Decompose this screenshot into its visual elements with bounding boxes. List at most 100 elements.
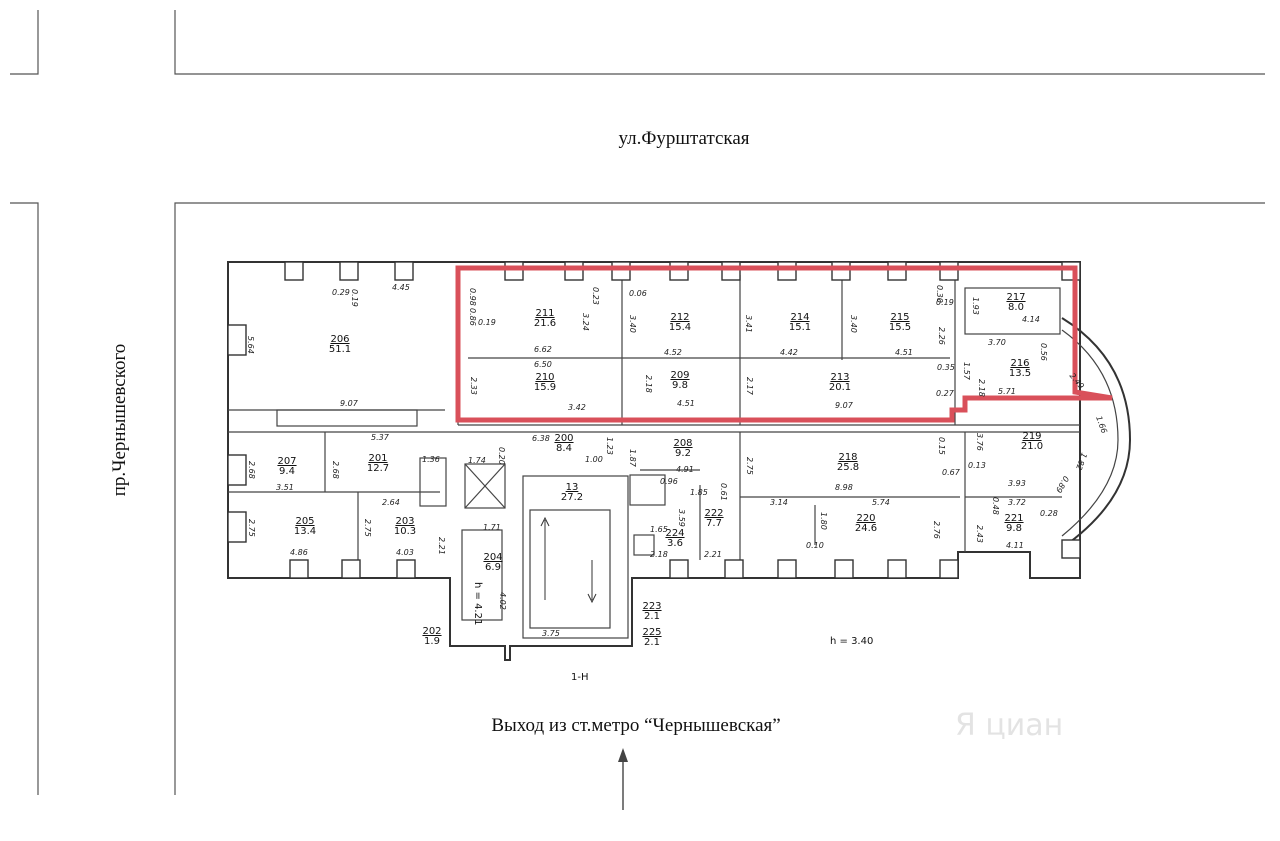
svg-text:4.14: 4.14	[1022, 315, 1040, 324]
svg-text:9.4: 9.4	[279, 466, 295, 477]
svg-text:204: 204	[483, 552, 502, 563]
svg-text:4.02: 4.02	[498, 592, 507, 610]
svg-text:213: 213	[830, 372, 849, 383]
svg-text:4.42: 4.42	[780, 348, 798, 357]
svg-text:0.13: 0.13	[968, 461, 986, 470]
svg-text:1.66: 1.66	[1094, 415, 1109, 435]
svg-text:2.68: 2.68	[331, 461, 340, 479]
svg-text:2.18: 2.18	[644, 375, 653, 393]
svg-text:3.6: 3.6	[667, 538, 683, 549]
watermark-logo: Я циан	[955, 708, 1063, 743]
svg-text:222: 222	[704, 508, 723, 519]
svg-text:211: 211	[535, 308, 554, 319]
svg-text:4.45: 4.45	[392, 283, 410, 292]
svg-text:8.98: 8.98	[835, 483, 853, 492]
svg-text:0.98: 0.98	[468, 288, 477, 306]
svg-text:219: 219	[1022, 431, 1041, 442]
svg-text:225: 225	[642, 627, 661, 638]
svg-text:27.2: 27.2	[561, 492, 583, 503]
windows	[227, 261, 1081, 579]
svg-text:1.23: 1.23	[605, 437, 614, 455]
svg-text:1.65: 1.65	[650, 525, 668, 534]
svg-text:216: 216	[1010, 358, 1029, 369]
svg-text:13: 13	[566, 482, 579, 493]
svg-text:0.23: 0.23	[591, 287, 600, 305]
svg-text:6.62: 6.62	[534, 345, 552, 354]
svg-text:0.30: 0.30	[935, 285, 944, 303]
svg-text:1.71: 1.71	[483, 523, 501, 532]
svg-text:51.1: 51.1	[329, 344, 351, 355]
svg-text:3.40: 3.40	[849, 315, 858, 333]
svg-text:2.17: 2.17	[745, 377, 754, 396]
svg-text:1.93: 1.93	[971, 297, 980, 315]
svg-text:3.76: 3.76	[975, 433, 984, 451]
svg-text:0.06: 0.06	[629, 289, 647, 298]
svg-text:4.86: 4.86	[290, 548, 308, 557]
svg-text:15.4: 15.4	[669, 322, 691, 333]
svg-text:0.48: 0.48	[991, 497, 1000, 515]
entrance-arrow-icon	[618, 748, 628, 810]
svg-text:2.75: 2.75	[247, 519, 256, 537]
svg-text:1.36: 1.36	[422, 455, 440, 464]
svg-text:20.1: 20.1	[829, 382, 851, 393]
svg-text:6.38: 6.38	[532, 434, 550, 443]
svg-text:1.80: 1.80	[819, 512, 828, 530]
svg-text:3.75: 3.75	[542, 629, 560, 638]
dimension-labels: 0.29 0.19 4.45 5.64 9.07 0.98 0.86 0.19 …	[246, 283, 1109, 638]
street-label-left: пр.Чернышевского	[109, 344, 130, 497]
svg-text:5.37: 5.37	[371, 433, 390, 442]
svg-text:3.70: 3.70	[988, 338, 1006, 347]
svg-text:10.3: 10.3	[394, 526, 416, 537]
svg-text:0.96: 0.96	[660, 477, 678, 486]
stair-arrows	[540, 516, 597, 604]
svg-text:6.50: 6.50	[534, 360, 552, 369]
svg-text:1.00: 1.00	[585, 455, 603, 464]
svg-text:206: 206	[330, 334, 349, 345]
svg-text:15.5: 15.5	[889, 322, 911, 333]
svg-text:2.68: 2.68	[247, 461, 256, 479]
svg-text:2.49: 2.49	[1068, 371, 1086, 390]
svg-text:3.24: 3.24	[581, 313, 590, 331]
svg-text:224: 224	[665, 528, 684, 539]
svg-text:0.19: 0.19	[478, 318, 496, 327]
svg-text:3.93: 3.93	[1008, 479, 1026, 488]
svg-text:4.91: 4.91	[676, 465, 694, 474]
svg-text:8.0: 8.0	[1008, 302, 1024, 313]
svg-text:0.89: 0.89	[1054, 474, 1071, 494]
svg-text:201: 201	[368, 453, 387, 464]
svg-text:212: 212	[670, 312, 689, 323]
svg-text:205: 205	[295, 516, 314, 527]
svg-text:2.21: 2.21	[704, 550, 722, 559]
svg-text:214: 214	[790, 312, 809, 323]
svg-text:21.6: 21.6	[534, 318, 556, 329]
svg-text:217: 217	[1006, 292, 1025, 303]
street-label-top: ул.Фурштатская	[618, 128, 749, 149]
svg-text:0.29: 0.29	[332, 288, 350, 297]
svg-text:1.85: 1.85	[690, 488, 708, 497]
svg-text:2.1: 2.1	[644, 611, 660, 622]
svg-text:13.4: 13.4	[294, 526, 316, 537]
svg-text:2.75: 2.75	[745, 457, 754, 475]
svg-text:5.74: 5.74	[872, 498, 890, 507]
svg-text:0.86: 0.86	[468, 308, 477, 326]
svg-text:24.6: 24.6	[855, 523, 877, 534]
street-boundaries	[10, 10, 1265, 795]
svg-text:218: 218	[838, 452, 857, 463]
svg-text:9.2: 9.2	[675, 448, 691, 459]
svg-text:0.67: 0.67	[942, 468, 961, 477]
svg-text:0.35: 0.35	[937, 363, 955, 372]
svg-text:0.10: 0.10	[806, 541, 824, 550]
